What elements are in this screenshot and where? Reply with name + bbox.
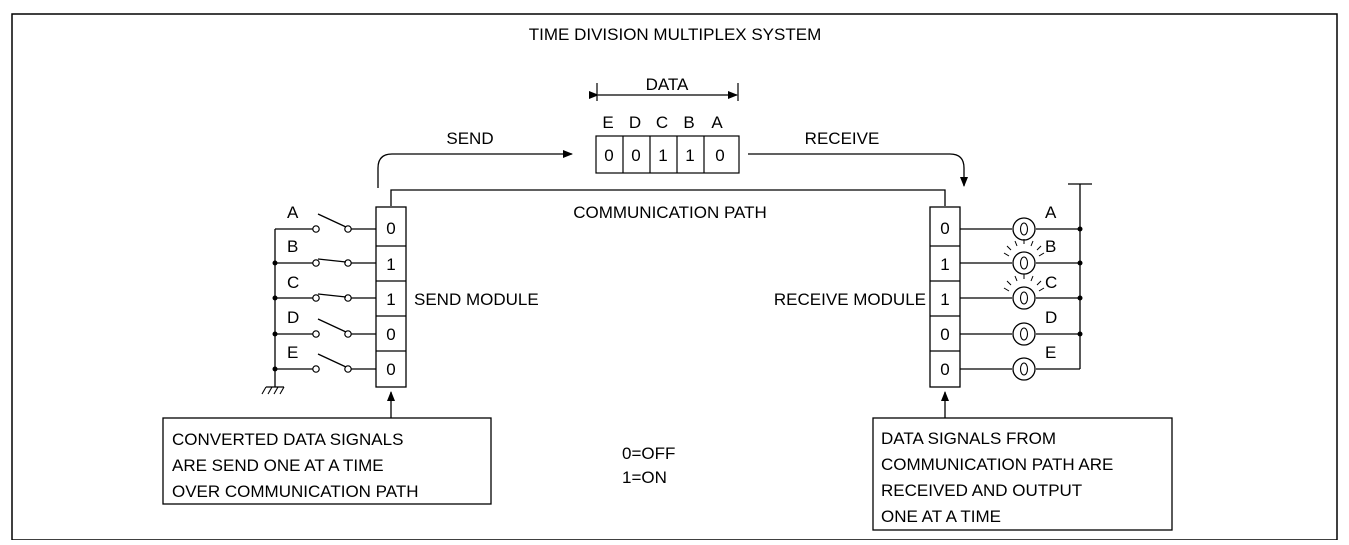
send-label: SEND [446, 129, 493, 148]
data-cells [595, 135, 740, 174]
send-bit-d: 0 [386, 325, 395, 344]
switch-label-c: C [287, 273, 299, 292]
lamp-e-icon [1012, 357, 1036, 381]
receive-bit-a: 0 [940, 219, 949, 238]
receive-bit-b: 1 [940, 255, 949, 274]
lamp-label-d: D [1045, 308, 1057, 327]
receive-arrow [748, 153, 968, 187]
receive-note-line-2: COMMUNICATION PATH ARE [881, 455, 1113, 474]
send-module: 0 1 1 0 0 SEND MODULE [375, 206, 539, 388]
send-bit-a: 0 [386, 219, 395, 238]
data-label: DATA [646, 75, 689, 94]
receive-bit-e: 0 [940, 360, 949, 379]
switch-b-icon [317, 258, 347, 263]
lamp-label-a: A [1045, 203, 1057, 222]
switch-d-icon [317, 318, 347, 333]
send-switches: A B C D E [261, 203, 376, 395]
receive-lamps: A B C D E [960, 183, 1092, 381]
send-note-line-1: CONVERTED DATA SIGNALS [172, 430, 403, 449]
switch-label-e: E [287, 343, 298, 362]
send-note-line-2: ARE SEND ONE AT A TIME [172, 456, 384, 475]
send-module-label: SEND MODULE [414, 290, 539, 309]
receive-bit-d: 0 [940, 325, 949, 344]
receive-note: DATA SIGNALS FROM COMMUNICATION PATH ARE… [872, 417, 1173, 531]
lamp-label-b: B [1045, 237, 1056, 256]
data-bit-c: 1 [658, 146, 667, 165]
switch-label-b: B [287, 237, 298, 256]
lamp-label-c: C [1045, 273, 1057, 292]
communication-path-label: COMMUNICATION PATH [573, 203, 767, 222]
legend-off: 0=OFF [622, 444, 675, 463]
receive-module: 0 1 1 0 0 RECEIVE MODULE [774, 206, 961, 388]
ground-icon [261, 386, 285, 395]
receive-note-line-4: ONE AT A TIME [881, 507, 1001, 526]
receive-module-label: RECEIVE MODULE [774, 290, 926, 309]
receive-note-line-1: DATA SIGNALS FROM [881, 429, 1056, 448]
receive-note-line-3: RECEIVED AND OUTPUT [881, 481, 1082, 500]
switch-e-icon [317, 353, 347, 368]
send-note: CONVERTED DATA SIGNALS ARE SEND ONE AT A… [162, 417, 492, 505]
data-bit-b: 1 [685, 146, 694, 165]
switch-a-icon [317, 213, 347, 228]
switch-label-d: D [287, 308, 299, 327]
communication-path-line [390, 189, 946, 206]
data-channel-a: A [711, 113, 723, 132]
lamp-b-icon [1003, 239, 1045, 275]
data-bit-d: 0 [631, 146, 640, 165]
data-bit-a: 0 [715, 146, 724, 165]
send-bit-e: 0 [386, 360, 395, 379]
data-frame: DATA E D C B A 0 0 1 1 0 [589, 75, 740, 174]
receive-bit-c: 1 [940, 290, 949, 309]
send-arrow [377, 150, 573, 188]
lamp-d-icon [1012, 322, 1036, 346]
switch-label-a: A [287, 203, 299, 222]
data-channel-e: E [602, 113, 613, 132]
receive-label: RECEIVE [805, 129, 880, 148]
send-bit-c: 1 [386, 290, 395, 309]
lamp-c-icon [1003, 274, 1045, 310]
data-channel-c: C [656, 113, 668, 132]
lamp-label-e: E [1045, 343, 1056, 362]
data-channel-d: D [629, 113, 641, 132]
legend-on: 1=ON [622, 468, 667, 487]
diagram-title: TIME DIVISION MULTIPLEX SYSTEM [529, 25, 822, 44]
send-note-line-3: OVER COMMUNICATION PATH [172, 482, 419, 501]
data-bit-e: 0 [604, 146, 613, 165]
switch-c-icon [317, 293, 347, 298]
lamp-a-icon [1012, 217, 1036, 241]
send-bit-b: 1 [386, 255, 395, 274]
data-channel-b: B [683, 113, 694, 132]
